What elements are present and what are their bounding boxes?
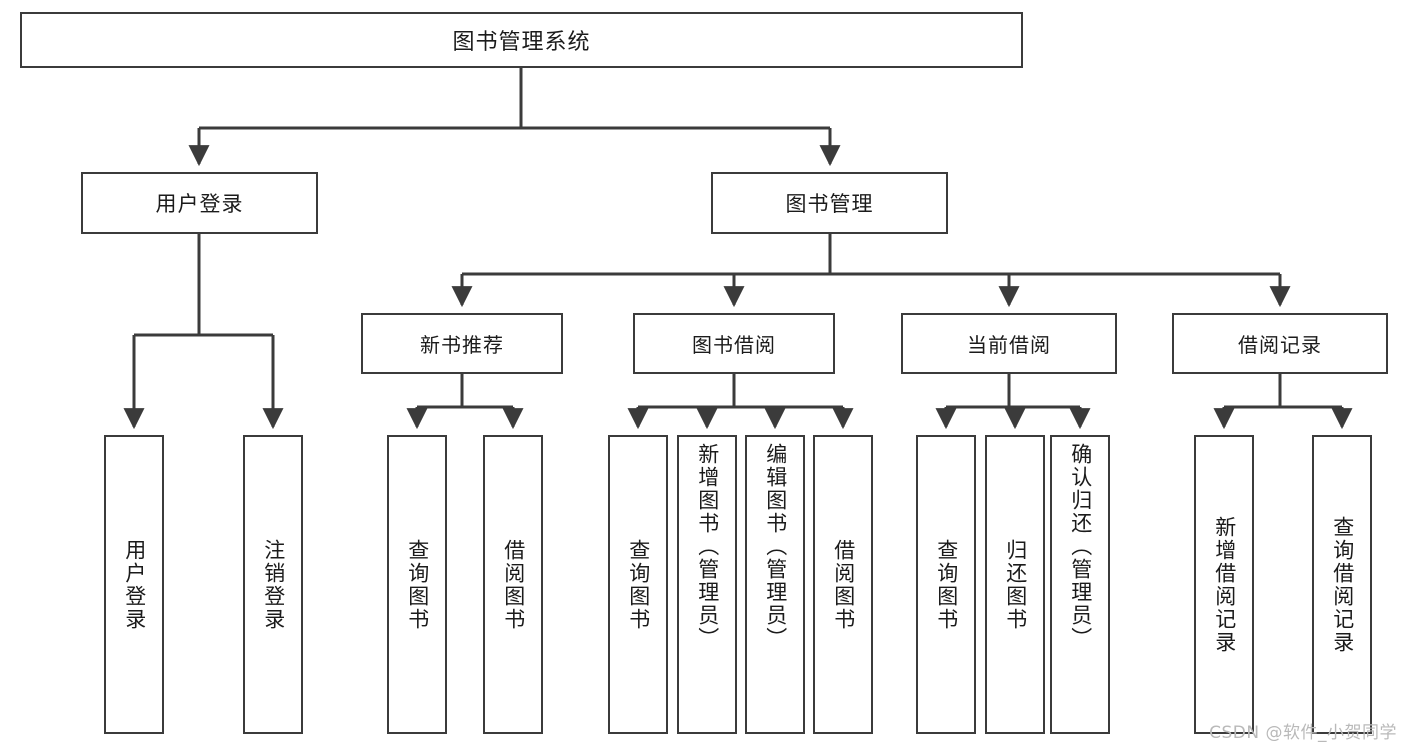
node-book-management-label: 图书管理 (785, 192, 874, 216)
node-user-login[interactable]: 用户登录 (81, 172, 318, 234)
node-borrow-record-label: 借阅记录 (1238, 333, 1322, 357)
node-root[interactable]: 图书管理系统 (20, 12, 1023, 68)
node-root-label: 图书管理系统 (452, 30, 591, 55)
node-leaf[interactable]: 查询图书 (916, 435, 976, 734)
node-leaf[interactable]: 注销登录 (243, 435, 303, 734)
node-leaf[interactable]: 查询图书 (387, 435, 447, 734)
node-leaf-label: 查询图书 (405, 538, 430, 631)
node-leaf[interactable]: 确认归还（管理员） (1050, 435, 1110, 734)
node-leaf-label: 归还图书 (1003, 538, 1028, 631)
node-leaf[interactable]: 新增借阅记录 (1194, 435, 1254, 734)
node-leaf-label: 查询图书 (934, 538, 959, 631)
node-leaf-label: 借阅图书 (501, 538, 526, 631)
node-leaf[interactable]: 查询图书 (608, 435, 668, 734)
node-book-management[interactable]: 图书管理 (711, 172, 948, 234)
node-leaf-label: 查询借阅记录 (1330, 515, 1355, 654)
node-leaf-label: 新增借阅记录 (1212, 515, 1237, 654)
node-leaf[interactable]: 借阅图书 (483, 435, 543, 734)
node-current-borrow-label: 当前借阅 (967, 333, 1051, 357)
node-leaf[interactable]: 用户登录 (104, 435, 164, 734)
node-borrow-record[interactable]: 借阅记录 (1172, 313, 1388, 374)
node-new-book-recommendation[interactable]: 新书推荐 (361, 313, 563, 374)
node-leaf-label: 编辑图书（管理员） (763, 443, 788, 650)
node-book-borrow[interactable]: 图书借阅 (633, 313, 835, 374)
node-new-book-recommendation-label: 新书推荐 (420, 333, 504, 357)
node-user-login-label: 用户登录 (155, 192, 244, 216)
node-leaf-label: 借阅图书 (831, 538, 856, 631)
node-leaf-label: 确认归还（管理员） (1068, 443, 1093, 650)
node-leaf-label: 注销登录 (261, 538, 286, 631)
node-book-borrow-label: 图书借阅 (692, 333, 776, 357)
node-leaf-label: 查询图书 (626, 538, 651, 631)
watermark: CSDN @软件_小贺同学 (1209, 723, 1397, 743)
node-leaf[interactable]: 借阅图书 (813, 435, 873, 734)
node-leaf-label: 新增图书（管理员） (695, 443, 720, 650)
node-leaf[interactable]: 归还图书 (985, 435, 1045, 734)
node-leaf[interactable]: 查询借阅记录 (1312, 435, 1372, 734)
node-leaf-label: 用户登录 (122, 538, 147, 631)
node-leaf[interactable]: 编辑图书（管理员） (745, 435, 805, 734)
node-current-borrow[interactable]: 当前借阅 (901, 313, 1117, 374)
node-leaf[interactable]: 新增图书（管理员） (677, 435, 737, 734)
